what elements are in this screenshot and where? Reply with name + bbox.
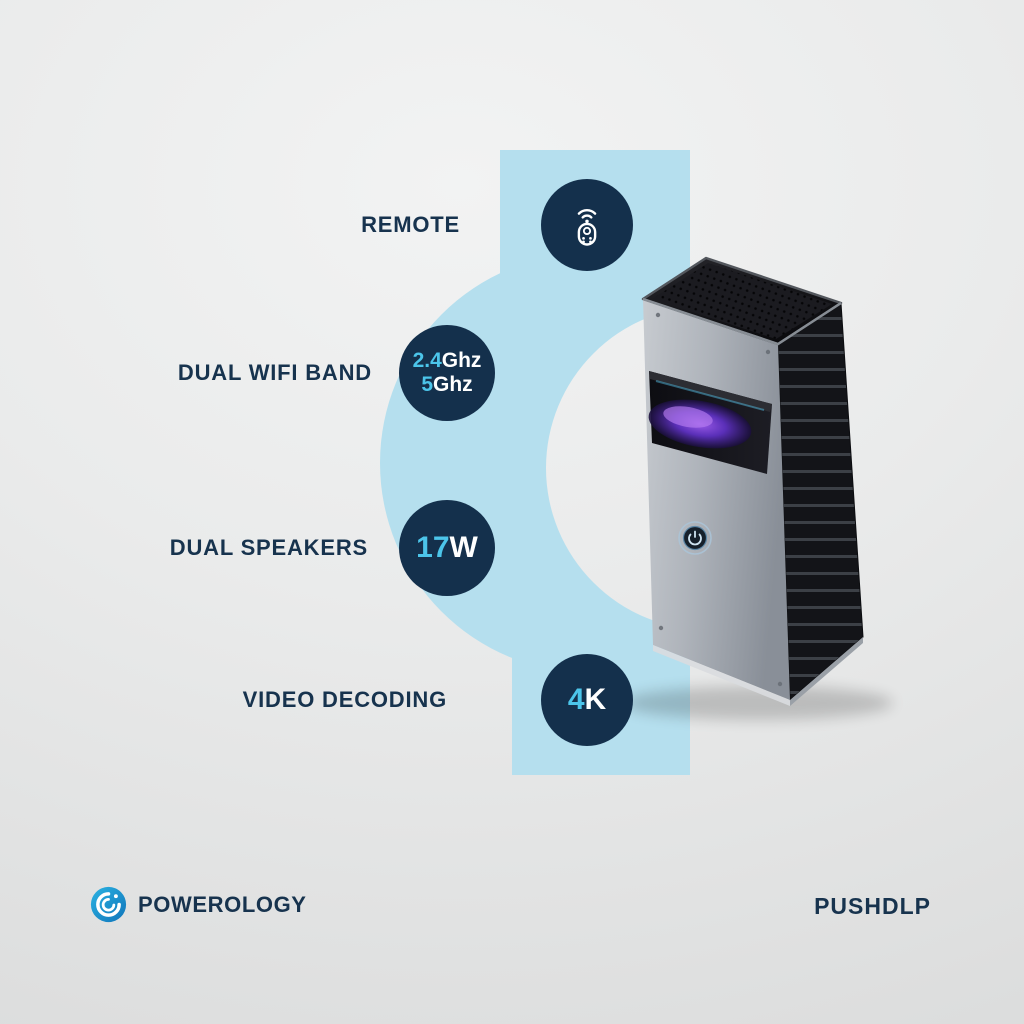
brand-name: POWEROLOGY <box>138 891 307 917</box>
projector-bottom-rim <box>653 645 790 706</box>
wifi-band-line-1: 2.4Ghz <box>413 349 482 373</box>
wifi-2g-unit: Ghz <box>441 348 482 372</box>
remote-badge <box>541 179 633 271</box>
lens-glint <box>655 380 765 411</box>
projector-bottom-rim-side <box>790 637 863 706</box>
screw-dot <box>658 625 664 631</box>
speaker-power-text: 17W <box>416 531 478 565</box>
lens-recess-bevel <box>649 371 772 412</box>
wifi-band-line-2: 5Ghz <box>421 373 472 397</box>
speaker-power-badge: 17W <box>399 500 495 596</box>
powerology-logo-icon <box>90 886 127 923</box>
model-code: PUSHDLP <box>814 893 931 919</box>
speaker-power-unit: W <box>449 531 478 564</box>
projector-heatsink-side <box>777 302 864 702</box>
wifi-5g-value: 5 <box>421 373 433 396</box>
projector-top-rim-highlight <box>642 297 842 346</box>
screw-dot <box>655 312 661 318</box>
remote-control-icon <box>577 209 597 246</box>
feature-label-dual-speakers: DUAL SPEAKERS <box>169 535 368 560</box>
feature-label-video-decoding: VIDEO DECODING <box>242 687 447 712</box>
video-decoding-value: 4 <box>567 683 585 716</box>
feature-label-remote: REMOTE <box>361 212 460 237</box>
video-decoding-unit: K <box>584 683 607 716</box>
projector-top-grille <box>652 263 832 339</box>
product-ground-shadow <box>623 686 893 720</box>
wifi-2g-value: 2.4 <box>412 348 442 372</box>
screw-dot <box>765 349 771 355</box>
lens-highlight <box>663 406 713 428</box>
screw-dot <box>777 681 783 687</box>
video-decoding-badge: 4K <box>541 654 633 746</box>
speaker-power-value: 17 <box>416 531 450 564</box>
brand-lockup: POWEROLOGY <box>90 886 307 923</box>
video-decoding-text: 4K <box>568 683 606 717</box>
projector-front-face <box>643 299 790 700</box>
wifi-band-badge: 2.4Ghz 5Ghz <box>399 325 495 421</box>
wifi-5g-unit: Ghz <box>433 373 473 396</box>
power-button <box>678 521 712 555</box>
feature-label-dual-wifi-band: DUAL WIFI BAND <box>177 360 372 385</box>
